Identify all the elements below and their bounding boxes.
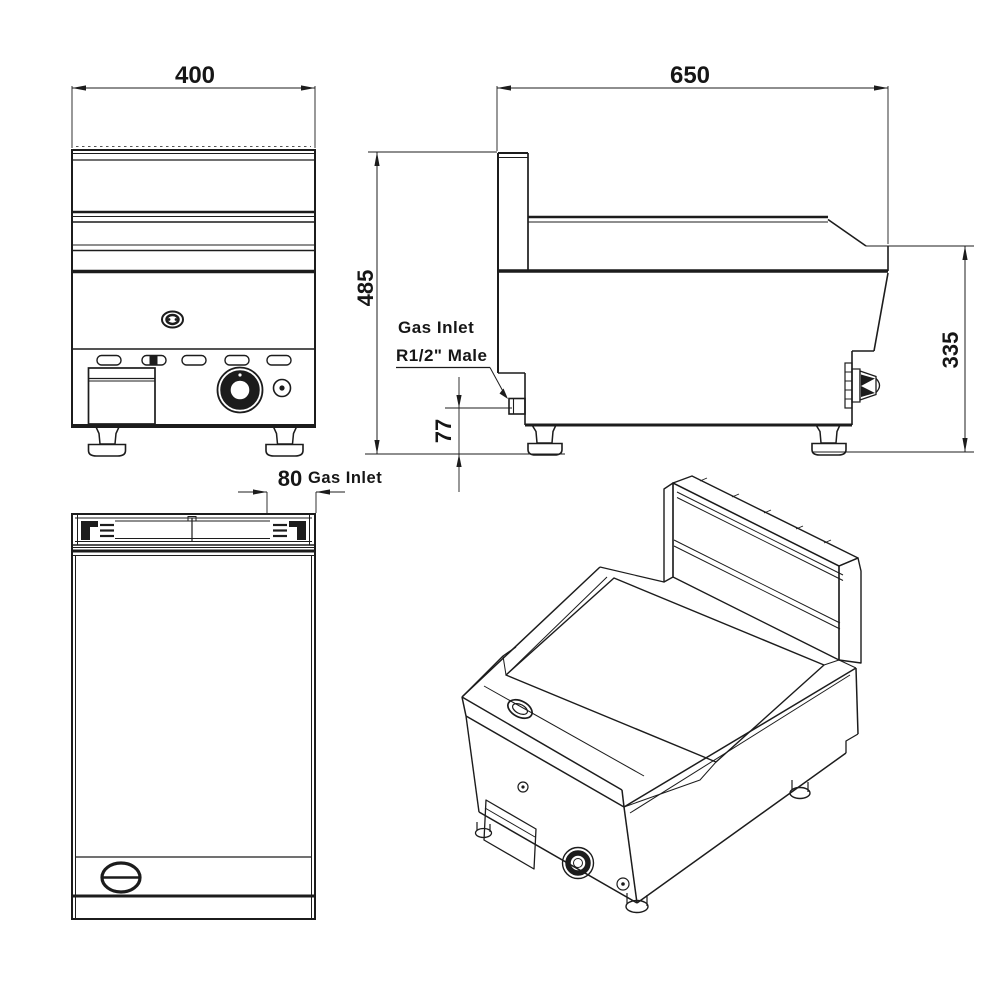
adjustable-foot: [87, 426, 127, 457]
iso-control-knob: [561, 846, 595, 880]
grease-hole: [507, 698, 533, 720]
side-body-outline: [497, 152, 889, 427]
adjustable-foot: [265, 426, 304, 457]
arrowhead-left: [497, 85, 511, 91]
dimension-width-400: 400: [71, 62, 316, 148]
arrowhead-up: [374, 152, 380, 166]
isometric-view: [461, 475, 862, 914]
control-knob: [216, 366, 264, 414]
iso-griddle-plate: [505, 577, 825, 763]
gas-note-line2: R1/2" Male: [396, 346, 488, 365]
arrowhead-up: [962, 246, 968, 260]
logo-badge: [100, 861, 142, 894]
iso-piezo-igniter: [616, 877, 630, 891]
gas-note-line1: Gas Inlet: [398, 318, 474, 337]
arrowhead-down: [962, 438, 968, 452]
arrowhead-down: [374, 440, 380, 454]
arrowhead-left: [316, 489, 330, 495]
arrowhead-right: [253, 489, 267, 495]
grease-drawer: [87, 367, 156, 425]
rail-clamp-right: [273, 521, 306, 540]
screw: [517, 781, 529, 793]
back-rail: [72, 514, 315, 546]
dim-width-label: 400: [175, 62, 215, 89]
front-view: 400: [71, 62, 316, 457]
dim-depth-label: 650: [670, 62, 710, 89]
iso-feet: [474, 780, 811, 914]
iso-worktop: [461, 566, 840, 808]
dimension-height-485: 485: [353, 151, 565, 455]
dimension-inlet-offset-80: 80 Gas Inlet: [238, 466, 382, 513]
leader-arrowhead: [499, 388, 508, 399]
adjustable-foot: [527, 424, 563, 456]
dim-inlet-offset-label: 80: [278, 466, 302, 491]
gas-inlet-fitting: [508, 397, 526, 415]
dim-inlet-height-label: 77: [431, 419, 456, 443]
iso-front-face: [465, 715, 638, 904]
piezo-igniter: [272, 378, 292, 398]
front-body-outline: [71, 149, 316, 428]
iso-grease-drawer: [483, 799, 537, 870]
adjustable-foot: [811, 424, 847, 456]
arrowhead-left: [72, 85, 86, 91]
side-view: 650 485: [353, 62, 974, 492]
plan-gas-inlet-label: Gas Inlet: [308, 469, 382, 487]
dimension-inlet-height-77: 77: [431, 377, 512, 492]
arrowhead-up: [456, 454, 462, 467]
plan-view: 80 Gas Inlet: [71, 466, 382, 920]
arrowhead-down: [456, 395, 462, 408]
dim-height-label: 485: [353, 270, 378, 307]
plan-body-outline: [71, 513, 316, 920]
knob-side-profile: [844, 362, 881, 409]
rail-clamp-left: [81, 521, 114, 540]
iso-backsplash: [663, 475, 862, 664]
gas-inlet-note: Gas Inlet R1/2" Male: [396, 318, 508, 399]
vent-slots: [96, 354, 292, 366]
arrowhead-right: [874, 85, 888, 91]
arrowhead-right: [301, 85, 315, 91]
dimension-front-height-335: 335: [812, 245, 974, 453]
logo-badge: [161, 310, 184, 329]
dim-front-height-label: 335: [938, 332, 963, 369]
iso-right-face: [623, 659, 859, 904]
dimension-depth-650: 650: [496, 62, 889, 244]
